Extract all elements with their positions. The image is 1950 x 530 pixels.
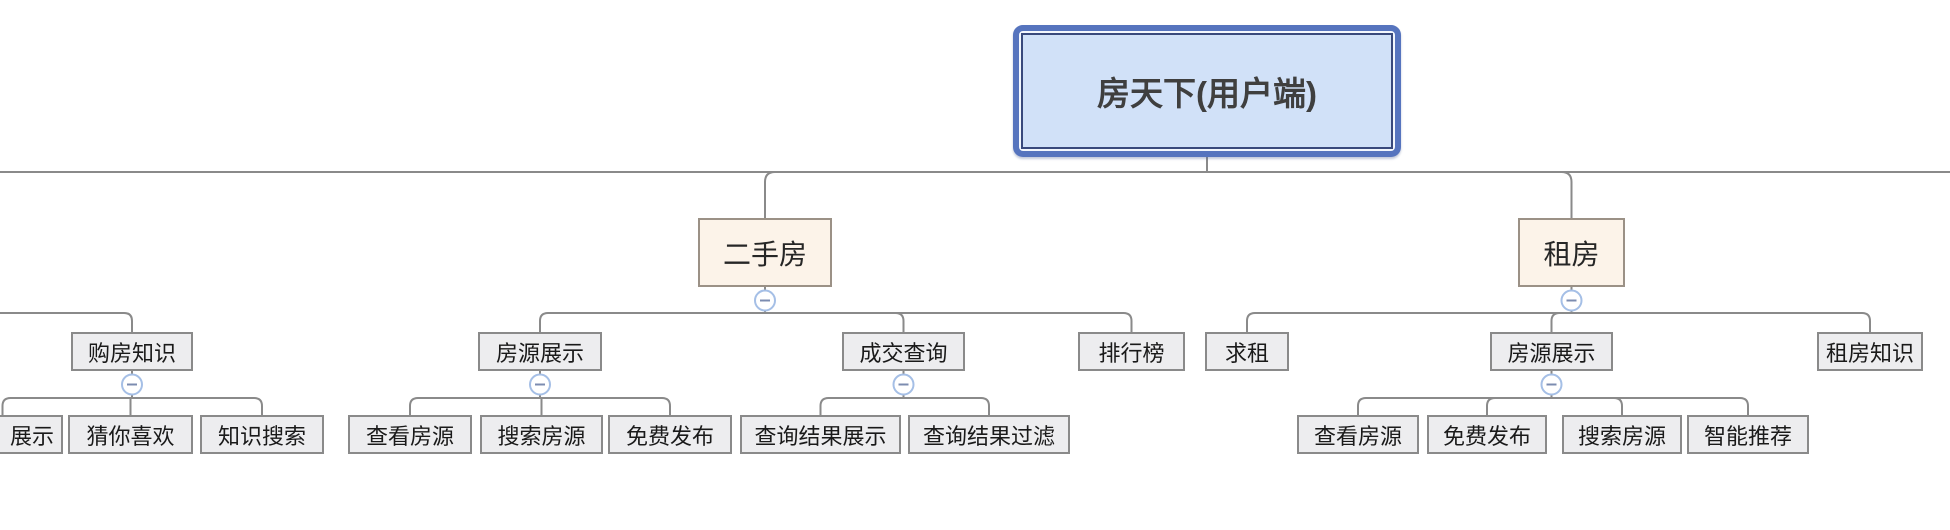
child-connector — [765, 312, 1133, 332]
collapse-badge-fangyuan-zhanshi-zf[interactable] — [1540, 373, 1563, 396]
topic-label: 查询结果展示 — [754, 423, 887, 449]
child-connector — [1246, 312, 1572, 332]
branch-connector — [1561, 171, 1573, 218]
topic-label: 房天下(用户端) — [1097, 75, 1317, 112]
child-connector — [1571, 312, 1871, 332]
topic-root-inner: 房天下(用户端) — [1021, 33, 1393, 149]
topic-label: 智能推荐 — [1703, 423, 1792, 449]
topic-label: 二手房 — [722, 238, 807, 270]
child-connector — [1551, 397, 1623, 415]
child-connector — [0, 312, 133, 332]
topic-fangyuan-zhanshi-esf[interactable]: 房源展示 — [478, 332, 602, 371]
topic-label: 搜索房源 — [497, 423, 586, 449]
topic-chaxun-jieguo-zhanshi[interactable]: 查询结果展示 — [740, 415, 901, 454]
child-connector — [1, 397, 132, 415]
topic-label: 房源展示 — [1507, 340, 1596, 366]
topic-sousuo-fangyuan-esf[interactable]: 搜索房源 — [480, 415, 603, 454]
topic-label: 查看房源 — [1313, 423, 1402, 449]
topic-label: 购房知识 — [87, 340, 176, 366]
topic-label: 免费发布 — [625, 423, 714, 449]
child-connector — [540, 397, 671, 415]
topic-sousuo-fangyuan-zf[interactable]: 搜索房源 — [1562, 415, 1682, 454]
topic-root[interactable]: 房天下(用户端) — [1013, 25, 1401, 157]
collapse-badge-goufang-zhishi[interactable] — [121, 373, 143, 396]
topic-chengjiao-chaxun[interactable]: 成交查询 — [842, 332, 965, 371]
topic-qiuzu[interactable]: 求租 — [1205, 332, 1289, 371]
topic-label: 查询结果过滤 — [922, 423, 1055, 449]
topic-label: 租房 — [1543, 238, 1600, 270]
child-connector — [765, 312, 905, 332]
child-connector — [1357, 397, 1552, 415]
topic-paihangbang[interactable]: 排行榜 — [1078, 332, 1185, 371]
collapse-badge-ershoufang[interactable] — [754, 289, 776, 312]
child-connector — [539, 312, 765, 332]
topic-label: 展示 — [9, 423, 54, 449]
topic-fangyuan-zhanshi-zf[interactable]: 房源展示 — [1490, 332, 1613, 371]
topic-mianfei-fabu-esf[interactable]: 免费发布 — [608, 415, 732, 454]
topic-label: 租房知识 — [1825, 340, 1914, 366]
topic-label: 排行榜 — [1098, 340, 1165, 366]
topic-label: 猜你喜欢 — [86, 423, 175, 449]
collapse-badge-chengjiao-chaxun[interactable] — [892, 373, 915, 396]
child-connector — [409, 397, 540, 415]
topic-label: 成交查询 — [859, 340, 948, 366]
child-connector — [819, 397, 904, 415]
topic-zhishi-sousuo[interactable]: 知识搜索 — [200, 415, 324, 454]
topic-label: 免费发布 — [1442, 423, 1531, 449]
topic-label: 查看房源 — [365, 423, 454, 449]
topic-label: 房源展示 — [495, 340, 584, 366]
branch-connector — [764, 171, 776, 218]
child-connector — [903, 397, 990, 415]
topic-chaxun-jieguo-guolv[interactable]: 查询结果过滤 — [908, 415, 1070, 454]
topic-zhanshi-clipped[interactable]: 展示 — [0, 415, 63, 454]
topic-label: 求租 — [1224, 340, 1269, 366]
topic-label: 知识搜索 — [217, 423, 306, 449]
topic-label: 搜索房源 — [1577, 423, 1666, 449]
topic-zufang[interactable]: 租房 — [1518, 218, 1625, 287]
topic-goufang-zhishi[interactable]: 购房知识 — [71, 332, 193, 371]
collapse-badge-zufang[interactable] — [1560, 289, 1583, 312]
topic-mianfei-fabu-zf[interactable]: 免费发布 — [1427, 415, 1547, 454]
topic-cai-ni-xihuan[interactable]: 猜你喜欢 — [68, 415, 193, 454]
collapse-badge-fangyuan-zhanshi-esf[interactable] — [529, 373, 551, 396]
topic-zufang-zhishi[interactable]: 租房知识 — [1817, 332, 1923, 371]
topic-chakan-fangyuan-esf[interactable]: 查看房源 — [348, 415, 472, 454]
topic-chakan-fangyuan-zf[interactable]: 查看房源 — [1297, 415, 1419, 454]
topic-ershoufang[interactable]: 二手房 — [698, 218, 832, 287]
child-connector — [1551, 397, 1749, 415]
child-connector — [132, 397, 263, 415]
child-connector — [1486, 397, 1552, 415]
topic-zhineng-tuijian[interactable]: 智能推荐 — [1687, 415, 1809, 454]
child-connector — [1550, 312, 1572, 332]
